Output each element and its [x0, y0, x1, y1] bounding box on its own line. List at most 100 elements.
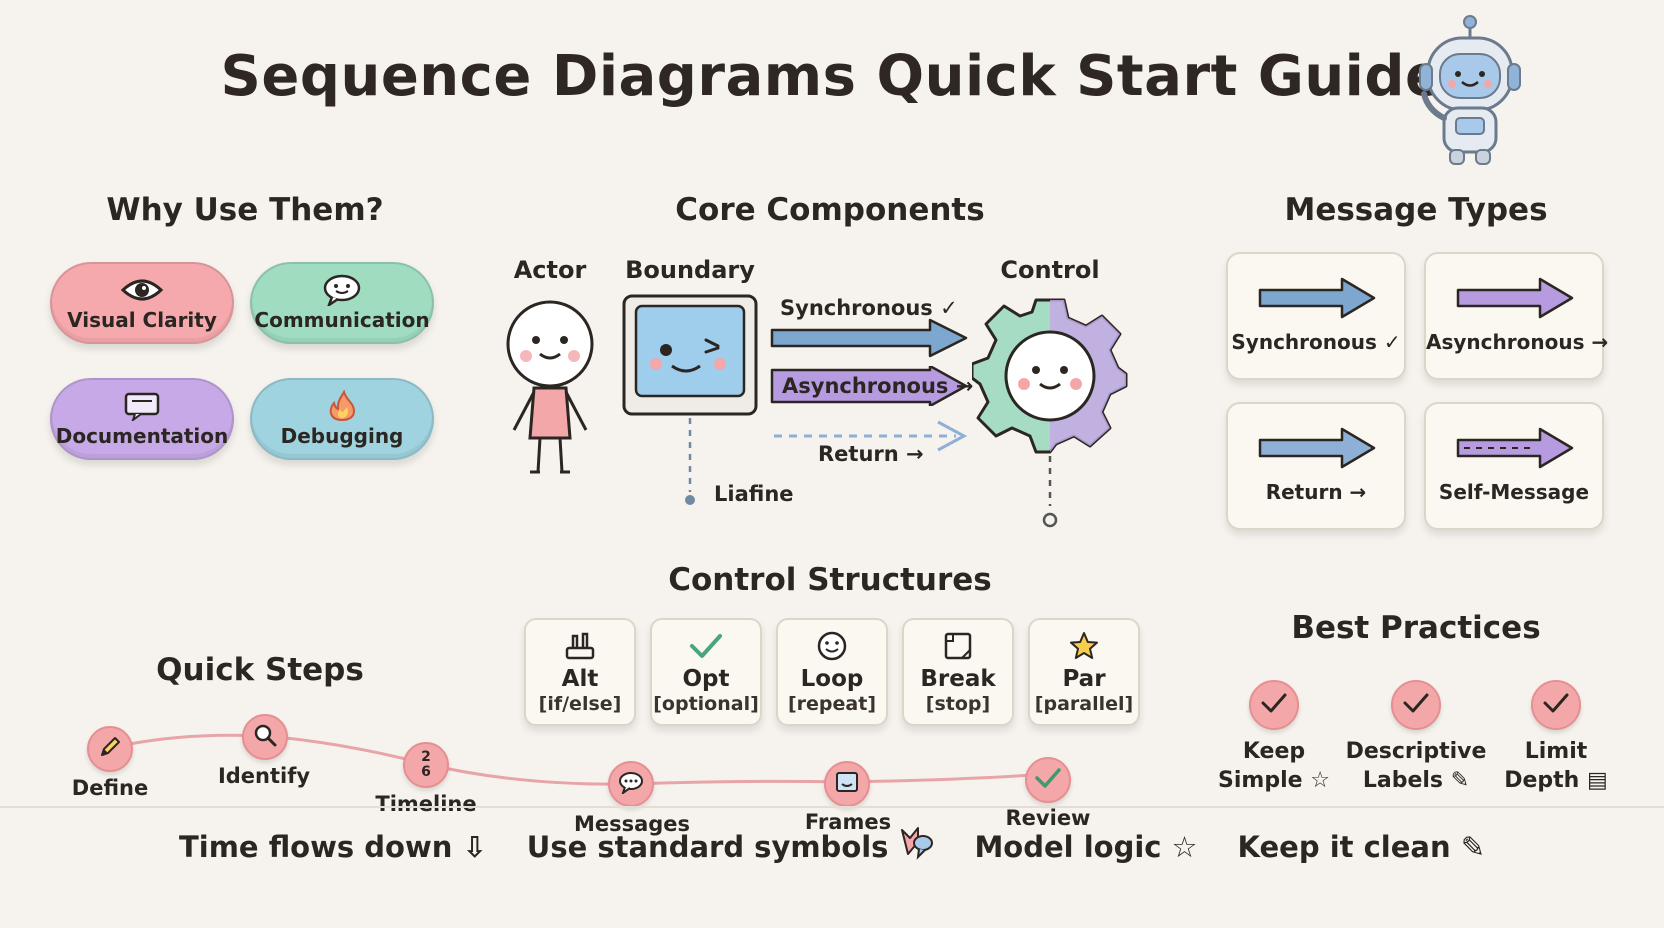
async-arrow-icon: [770, 366, 968, 406]
why-label: Documentation: [55, 424, 229, 448]
check-icon: [1260, 692, 1288, 718]
best-practice-line: Labels ✎: [1362, 768, 1470, 793]
control-sub: [stop]: [925, 693, 991, 715]
footer-tip: Time flows down ⇩: [179, 826, 487, 867]
magnifier-icon: [252, 722, 278, 752]
footer-tip-text: Time flows down ⇩: [178, 829, 487, 864]
best-practice-keep-simple: Keep Simple ☆: [1199, 737, 1349, 795]
eye-icon: [120, 274, 164, 306]
return-message-label: Return →: [818, 442, 924, 466]
step-label: Frames: [804, 810, 892, 834]
flame-icon: [324, 390, 360, 422]
return-arrow-icon: [774, 420, 968, 452]
document-icon: [123, 390, 161, 422]
why-label: Communication: [254, 308, 430, 332]
best-practice-line: Keep: [1242, 739, 1306, 764]
footer-divider: [0, 806, 1664, 808]
step-label: Timeline: [375, 792, 477, 816]
message-type-card: Asynchronous →: [1424, 252, 1609, 380]
why-debugging: Debugging: [250, 378, 434, 460]
control-gear-icon: [972, 298, 1128, 528]
step-identify: [242, 714, 288, 760]
frame-icon: [834, 770, 860, 798]
step-frames: [824, 761, 870, 807]
check-icon: [1034, 767, 1062, 793]
page-title: Sequence Diagrams Quick Start Guide: [220, 44, 1444, 109]
message-type-label: Synchronous ✓: [1231, 330, 1401, 354]
control-name: Opt: [682, 666, 730, 692]
best-practice-check: [1391, 680, 1441, 730]
sync-message-label: Synchronous ✓: [780, 296, 958, 320]
symbols-icon: [896, 826, 934, 867]
footer-tips: Time flows down ⇩ Use standard symbols M…: [0, 826, 1664, 867]
robot-mascot-icon: [1419, 15, 1521, 165]
message-types-heading: Message Types: [1284, 192, 1548, 228]
numbers-icon: 2: [421, 749, 431, 765]
step-label: Identify: [217, 764, 311, 788]
check-icon: [1542, 692, 1570, 718]
async-message-label: Asynchronous →: [782, 374, 974, 398]
control-structure-opt: Opt [optional]: [650, 618, 762, 726]
footer-tip: Keep it clean ✎: [1238, 826, 1485, 867]
best-practice-check: [1531, 680, 1581, 730]
step-label: Review: [1005, 806, 1091, 830]
best-practice-line: Descriptive: [1345, 739, 1487, 764]
message-type-card: Return →: [1226, 402, 1406, 530]
footer-tip: Use standard symbols: [527, 826, 935, 867]
star-icon: [1030, 626, 1138, 666]
step-review: [1025, 757, 1071, 803]
quick-steps-heading: Quick Steps: [156, 652, 364, 688]
step-label: Define: [71, 776, 149, 800]
best-practice-line: Limit: [1524, 739, 1588, 764]
control-label: Control: [1000, 256, 1100, 284]
actor-label: Actor: [513, 256, 587, 284]
why-visual-clarity: Visual Clarity: [50, 262, 234, 344]
control-structure-loop: Loop [repeat]: [776, 618, 888, 726]
sync-arrow-icon: [770, 318, 968, 358]
lifeline-label: Liafine: [714, 482, 794, 506]
step-timeline: 2 6: [403, 742, 449, 788]
self-message-arrow-icon: [1456, 427, 1574, 469]
boundary-label: Boundary: [625, 256, 755, 284]
actor-figure-icon: [506, 300, 594, 474]
why-label: Visual Clarity: [67, 308, 217, 332]
footer-tip: Model logic ☆: [974, 826, 1197, 867]
best-practices-heading: Best Practices: [1291, 610, 1541, 646]
message-type-card: Self-Message: [1424, 402, 1604, 530]
message-type-card: Synchronous ✓: [1226, 252, 1406, 380]
sync-arrow-icon: [1258, 277, 1376, 319]
step-label: Messages: [573, 812, 691, 836]
pencil-icon: [97, 734, 123, 764]
check-icon: [652, 626, 760, 666]
return-arrow-icon: [1258, 427, 1376, 469]
control-structure-par: Par [parallel]: [1028, 618, 1140, 726]
message-type-label: Asynchronous →: [1426, 330, 1609, 354]
fork-icon: [526, 626, 634, 666]
control-structures-heading: Control Structures: [668, 562, 992, 598]
boundary-screen-icon: [622, 294, 758, 505]
control-sub: [repeat]: [787, 693, 876, 715]
footer-tip-text: Keep it clean ✎: [1237, 829, 1486, 864]
best-practice-limit-depth: Limit Depth ▤: [1481, 737, 1631, 795]
frame-icon: [904, 626, 1012, 666]
control-name: Break: [920, 666, 996, 692]
control-sub: [optional]: [653, 693, 759, 715]
check-icon: [1402, 692, 1430, 718]
speech-bubble-icon: [322, 274, 362, 306]
numbers-icon: 6: [421, 764, 431, 780]
step-messages: [608, 761, 654, 807]
control-sub: [if/else]: [538, 693, 622, 715]
message-type-label: Return →: [1265, 480, 1367, 504]
footer-tip-text: Use standard symbols: [526, 829, 889, 864]
control-structure-break: Break [stop]: [902, 618, 1014, 726]
best-practice-check: [1249, 680, 1299, 730]
best-practice-descriptive-labels: Descriptive Labels ✎: [1341, 737, 1491, 795]
why-communication: Communication: [250, 262, 434, 344]
chat-icon: [617, 770, 645, 798]
footer-tip-text: Model logic ☆: [974, 829, 1198, 864]
message-type-label: Self-Message: [1438, 480, 1590, 504]
why-label: Debugging: [280, 424, 404, 448]
best-practice-line: Simple ☆: [1218, 768, 1330, 793]
control-structure-alt: Alt [if/else]: [524, 618, 636, 726]
why-heading: Why Use Them?: [106, 192, 384, 228]
